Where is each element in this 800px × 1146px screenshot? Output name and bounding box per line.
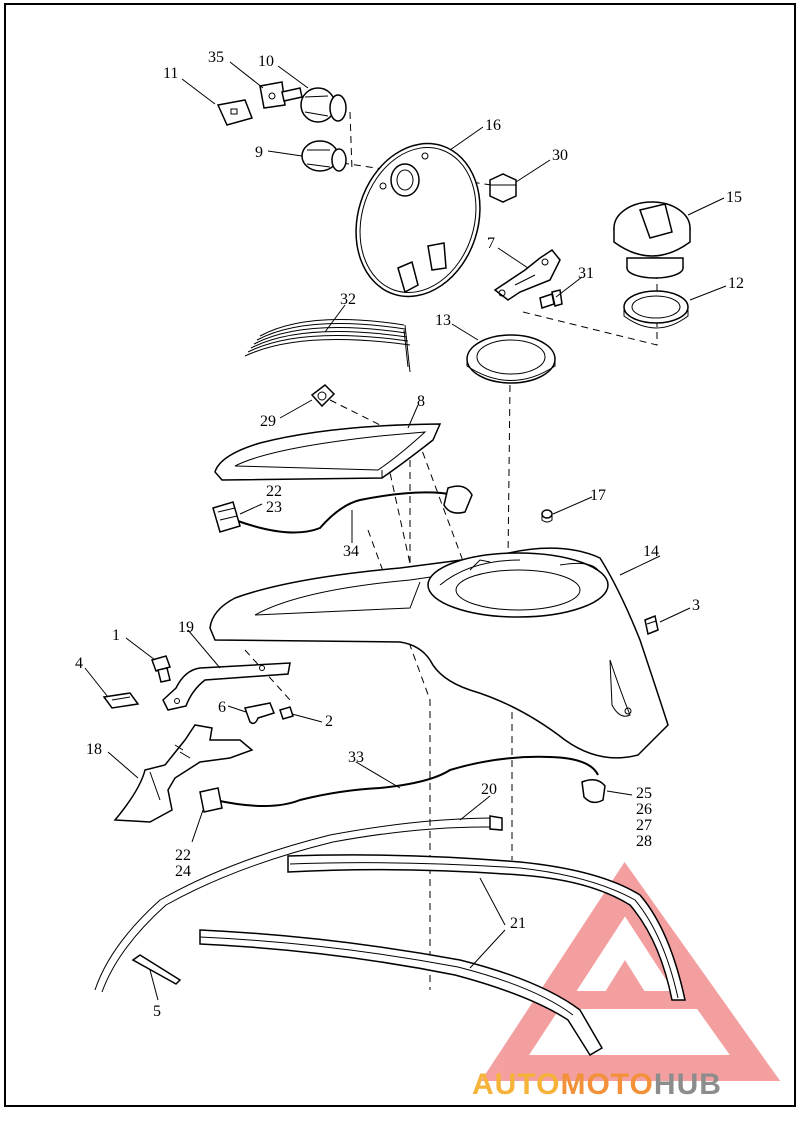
- part-9-lock-cylinder: [301, 140, 347, 172]
- callout-35: 35: [208, 49, 224, 66]
- part-33-wire-harness: [199, 755, 606, 813]
- part-29-grommet: [310, 384, 336, 408]
- part-1-bolt: [151, 655, 171, 683]
- callout-2: 2: [325, 713, 333, 730]
- callout-23: 23: [266, 499, 282, 516]
- part-18-mount: [113, 724, 254, 823]
- callout-9: 9: [255, 144, 263, 161]
- part-17-plug: [541, 509, 553, 523]
- part-12-ring-seal: [623, 290, 689, 329]
- callout-4: 4: [75, 655, 83, 672]
- watermark-triangle-logo: [480, 861, 781, 1081]
- callout-6: 6: [218, 699, 226, 716]
- part-10-lock-cylinder: [300, 87, 347, 123]
- watermark-hub: HUB: [653, 1068, 722, 1101]
- callout-8: 8: [417, 393, 425, 410]
- part-32-trim-strips: [244, 319, 411, 373]
- watermark-wordmark: AUTOMOTOHUB: [472, 1068, 722, 1102]
- callout-13: 13: [435, 312, 451, 329]
- callout-25: 25: [636, 785, 652, 802]
- callout-1: 1: [112, 627, 120, 644]
- part-4-clip: [102, 692, 140, 709]
- callout-labels: 11 35 10 9 16 30 7 31 15 12 13 32 29 8 2…: [75, 49, 744, 1020]
- callout-28: 28: [636, 833, 652, 850]
- part-31-screw: [539, 289, 563, 309]
- watermark-moto: MOTO: [560, 1068, 654, 1101]
- part-30-nut: [489, 173, 517, 203]
- callout-17: 17: [590, 487, 606, 504]
- callout-29: 29: [260, 413, 276, 430]
- callout-5: 5: [153, 1003, 161, 1020]
- part-16-gasket-ring: [355, 142, 481, 298]
- callout-12: 12: [728, 275, 744, 292]
- callout-14: 14: [643, 543, 659, 560]
- leader-lines: [84, 61, 727, 1001]
- part-14-tank-console: [209, 547, 669, 759]
- part-19-strap: [162, 662, 291, 711]
- callout-33: 33: [348, 749, 364, 766]
- callout-7: 7: [487, 235, 495, 252]
- part-8-console-cover: [214, 423, 442, 481]
- callout-22-bottom: 22: [175, 847, 191, 864]
- callout-31: 31: [578, 265, 594, 282]
- callout-27: 27: [636, 817, 652, 834]
- callout-21: 21: [510, 915, 526, 932]
- callout-30: 30: [552, 147, 568, 164]
- part-21-trim-rails: [199, 854, 686, 1057]
- part-5-cable-tie: [131, 954, 182, 985]
- part-35-key: [259, 81, 303, 109]
- part-13-flange-ring: [466, 334, 556, 384]
- callout-34: 34: [343, 543, 359, 560]
- callout-11: 11: [163, 65, 178, 82]
- part-15-fuel-cap: [613, 201, 691, 279]
- watermark-auto: AUTO: [472, 1068, 561, 1101]
- part-20-hose: [94, 815, 503, 993]
- callout-26: 26: [636, 801, 652, 818]
- callout-24: 24: [175, 863, 191, 880]
- callout-3: 3: [692, 597, 700, 614]
- callout-15: 15: [726, 189, 742, 206]
- part-7-bracket: [493, 248, 561, 301]
- part-34-wire-harness: [212, 485, 473, 534]
- part-6-bracket: [244, 702, 275, 725]
- part-11-key-tag: [216, 99, 253, 126]
- callout-32: 32: [340, 291, 356, 308]
- part-2-screw: [279, 706, 294, 720]
- callout-22-top: 22: [266, 483, 282, 500]
- callout-16: 16: [485, 117, 501, 134]
- diagram-frame: [4, 3, 796, 1107]
- callout-20: 20: [481, 781, 497, 798]
- callout-10: 10: [258, 53, 274, 70]
- callout-19: 19: [178, 619, 194, 636]
- callout-18: 18: [86, 741, 102, 758]
- part-3-screw: [644, 614, 659, 636]
